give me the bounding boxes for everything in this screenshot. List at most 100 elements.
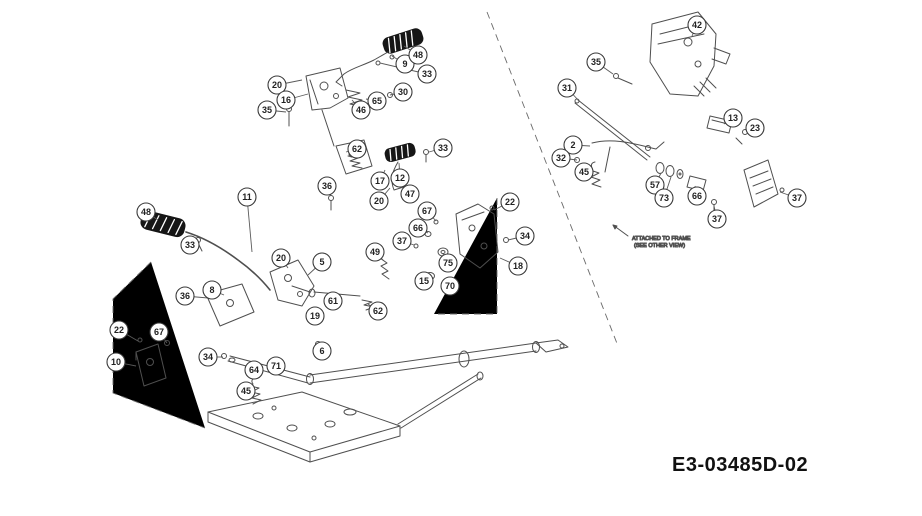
- callout-balloon-13: [723, 108, 743, 128]
- diagram-label: E3-03485D-02: [672, 454, 809, 476]
- peg-bracket: [335, 51, 389, 87]
- callout-balloon-67: [417, 201, 437, 221]
- callout-balloon-30: [393, 82, 413, 102]
- callout-balloon-17: [370, 171, 390, 191]
- callout-balloon-45: [574, 162, 594, 182]
- callout-balloon-47: [400, 184, 420, 204]
- callout-number: 34: [520, 231, 530, 241]
- callout-balloon-10: [106, 352, 126, 372]
- bolt-icon: [387, 92, 393, 98]
- callout-number: 22: [505, 197, 515, 207]
- bolt-icon: [433, 219, 439, 225]
- callout-number: 31: [562, 83, 572, 93]
- long-rod: [574, 99, 651, 161]
- callout-balloon-16: [276, 90, 296, 110]
- callout-balloon-49: [365, 242, 385, 262]
- callout-number: 33: [185, 240, 195, 250]
- callout-number: 37: [397, 236, 407, 246]
- callout-balloon-57: [645, 175, 665, 195]
- callout-number: 66: [413, 223, 423, 233]
- callout-number: 42: [692, 20, 702, 30]
- phantom-lines: [112, 11, 619, 429]
- callout-number: 35: [262, 105, 272, 115]
- callout-balloon-67: [149, 322, 169, 342]
- callout-number: 20: [374, 196, 384, 206]
- washer: [228, 357, 236, 363]
- callout-balloon-33: [417, 64, 437, 84]
- callout-balloon-37: [392, 231, 412, 251]
- upper-lever-plate: [305, 67, 349, 111]
- callout-number: 13: [728, 113, 738, 123]
- callout-number: 18: [513, 261, 523, 271]
- callout-balloon-71: [266, 356, 286, 376]
- callout-balloon-46: [351, 100, 371, 120]
- callout-balloon-62: [368, 301, 388, 321]
- callout-number: 64: [249, 365, 259, 375]
- callout-number: 62: [352, 144, 362, 154]
- bolt-icon: [613, 73, 619, 79]
- callout-number: 20: [276, 253, 286, 263]
- callout-number: 61: [328, 296, 338, 306]
- callout-balloon-37: [787, 188, 807, 208]
- bolt-icon: [711, 199, 717, 205]
- callout-balloon-12: [390, 168, 410, 188]
- callout-balloon-48: [408, 45, 428, 65]
- bolt-icon: [375, 60, 381, 66]
- bolt-shank: [617, 77, 633, 85]
- pedal-arm-main: [185, 231, 271, 291]
- callout-balloon-45: [236, 381, 256, 401]
- callout-number: 35: [591, 57, 601, 67]
- callout-balloon-22: [500, 192, 520, 212]
- callout-number: 34: [203, 352, 213, 362]
- bolt-icon: [413, 243, 419, 249]
- callout-number: 75: [443, 258, 453, 268]
- callout-number: 37: [712, 214, 722, 224]
- right-assembly: ATTACHED TO FRAME (SEE OTHER VIEW): [574, 11, 785, 250]
- callout-number: 10: [111, 357, 121, 367]
- lever: [591, 140, 665, 173]
- callout-number: 66: [692, 191, 702, 201]
- callout-balloon-15: [414, 271, 434, 291]
- callout-balloon-22: [109, 320, 129, 340]
- right-bracket: [455, 203, 509, 269]
- callout-balloon-23: [745, 118, 765, 138]
- callout-number: 36: [322, 181, 332, 191]
- callout-number: 48: [413, 50, 423, 60]
- callout-balloon-34: [198, 347, 218, 367]
- callout-number: 33: [438, 143, 448, 153]
- callout-number: 33: [422, 69, 432, 79]
- callout-balloon-20: [271, 248, 291, 268]
- callout-number: 15: [419, 276, 429, 286]
- callout-number: 11: [242, 192, 252, 202]
- callout-balloon-70: [440, 276, 460, 296]
- callout-balloon-20: [267, 75, 287, 95]
- callout-number: 71: [271, 361, 281, 371]
- callout-balloon-31: [557, 78, 577, 98]
- callout-number: 67: [422, 206, 432, 216]
- callout-balloon-34: [515, 226, 535, 246]
- callout-number: 46: [356, 105, 366, 115]
- bolt-icon: [328, 195, 334, 201]
- cross-shaft: [227, 339, 569, 429]
- left-mount-bracket: [135, 337, 170, 387]
- callout-balloon-75: [438, 253, 458, 273]
- callout-balloon-33: [180, 235, 200, 255]
- callout-number: 73: [659, 193, 669, 203]
- callout-balloon-36: [317, 176, 337, 196]
- callout-balloon-11: [237, 187, 257, 207]
- callout-number: 65: [372, 96, 382, 106]
- callout-balloon-61: [323, 291, 343, 311]
- link-rod: [321, 109, 335, 147]
- pin: [735, 137, 743, 145]
- callout-number: 22: [114, 325, 124, 335]
- callout-balloon-36: [175, 286, 195, 306]
- callout-number: 23: [750, 123, 760, 133]
- callout-number: 36: [180, 291, 190, 301]
- callout-number: 48: [141, 207, 151, 217]
- callout-balloon-6: [312, 341, 332, 361]
- callout-balloon-32: [551, 148, 571, 168]
- callout-balloon-66: [687, 186, 707, 206]
- callout-balloon-18: [508, 256, 528, 276]
